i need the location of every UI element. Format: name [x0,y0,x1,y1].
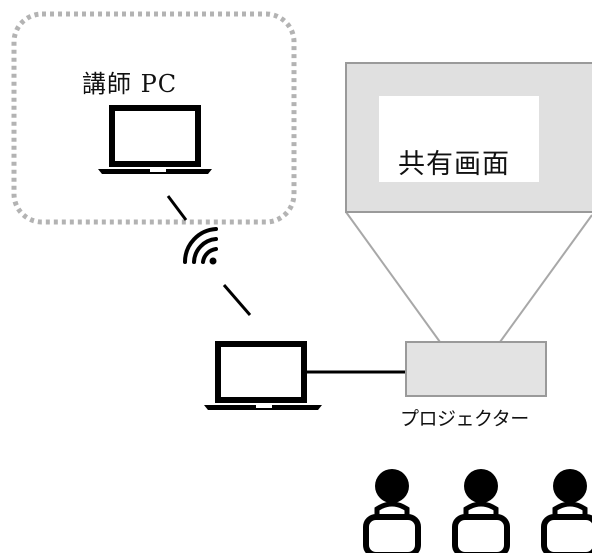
projector-label: プロジェクター [400,408,529,430]
shared-screen-label: 共有画面 [398,149,510,180]
projection-beam-right [499,214,592,343]
projector-body [405,341,547,397]
audience-person-icon [363,469,421,557]
instructor-pc-region [11,11,297,225]
audience-person-icon [452,469,510,557]
wifi-icon [182,227,218,265]
local-laptop-icon [204,341,322,410]
shared-screen-panel [379,96,539,182]
audience-person-icon [541,469,592,557]
instructor-pc-label: 講師 PC [82,70,178,98]
connector-wifi-to-laptop [222,284,252,316]
connector-laptop-to-wifi [166,195,188,221]
instructor-laptop-icon [98,105,212,174]
projection-beam-left [345,211,441,343]
